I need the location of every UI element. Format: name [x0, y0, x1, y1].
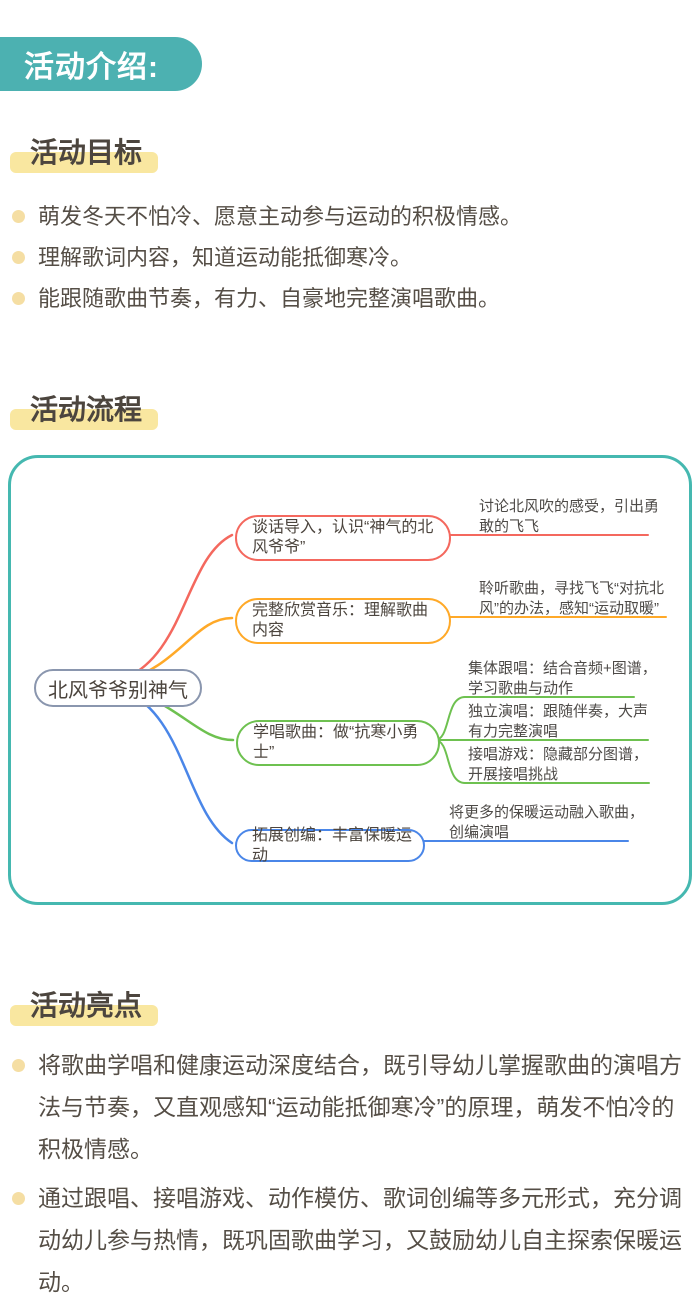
goal-item-text: 理解歌词内容，知道运动能抵御寒冷。 — [38, 245, 413, 270]
section-goals-title: 活动目标 — [30, 137, 143, 168]
mindmap-leaf: 将更多的保暖运动融入歌曲，创编演唱 — [449, 804, 645, 841]
activity-flow-mindmap: 北风爷爷别神气 谈话导入，认识“神气的北风爷爷” 完整欣赏音乐：理解歌曲内容 学… — [8, 455, 692, 905]
branch-label: 完整欣赏音乐：理解歌曲内容 — [252, 602, 429, 639]
section-highlights-heading: 活动亮点 — [10, 984, 159, 1026]
mindmap-branch-2: 完整欣赏音乐：理解歌曲内容 — [235, 598, 451, 644]
mindmap-leaf: 独立演唱：跟随伴奏，大声有力完整演唱 — [468, 703, 649, 740]
heading-highlight — [10, 409, 159, 430]
list-item: 理解歌词内容，知道运动能抵御寒冷。 — [12, 237, 684, 278]
branch-label: 谈话导入，认识“神气的北风爷爷” — [252, 519, 434, 556]
page-title-text: 活动介绍: — [24, 51, 159, 84]
goal-item-text: 能跟随歌曲节奏，有力、自豪地完整演唱歌曲。 — [38, 286, 501, 311]
mindmap-leaf: 集体跟唱：结合音频+图谱，学习歌曲与动作 — [468, 660, 657, 697]
list-item: 萌发冬天不怕冷、愿意主动参与运动的积极情感。 — [12, 196, 684, 237]
section-process-title: 活动流程 — [30, 394, 143, 425]
heading-highlight — [10, 152, 159, 173]
branch-label: 学唱歌曲：做“抗寒小勇士” — [253, 724, 419, 761]
list-item: 将歌曲学唱和健康运动深度结合，既引导幼儿掌握歌曲的演唱方法与节奏，又直观感知“运… — [12, 1044, 690, 1170]
list-item: 能跟随歌曲节奏，有力、自豪地完整演唱歌曲。 — [12, 278, 684, 319]
mindmap-branch-1: 谈话导入，认识“神气的北风爷爷” — [235, 515, 451, 561]
highlight-item-text: 将歌曲学唱和健康运动深度结合，既引导幼儿掌握歌曲的演唱方法与节奏，又直观感知“运… — [38, 1052, 682, 1162]
goals-list: 萌发冬天不怕冷、愿意主动参与运动的积极情感。 理解歌词内容，知道运动能抵御寒冷。… — [12, 196, 684, 319]
section-highlights-title: 活动亮点 — [30, 990, 143, 1021]
goal-item-text: 萌发冬天不怕冷、愿意主动参与运动的积极情感。 — [38, 204, 523, 229]
list-item: 通过跟唱、接唱游戏、动作模仿、歌词创编等多元形式，充分调动幼儿参与热情，既巩固歌… — [12, 1177, 690, 1303]
bullet-icon — [12, 251, 25, 264]
mindmap-root-node: 北风爷爷别神气 — [34, 669, 202, 707]
bullet-icon — [12, 1059, 25, 1072]
section-goals-heading: 活动目标 — [10, 131, 159, 173]
connector-root-branch1 — [116, 533, 234, 683]
mindmap-leaf: 讨论北风吹的感受，引出勇敢的飞飞 — [479, 498, 660, 535]
page-title: 活动介绍: — [0, 37, 202, 91]
branch-label: 拓展创编：丰富保暖运动 — [252, 826, 413, 864]
section-process-heading: 活动流程 — [10, 388, 159, 430]
bullet-icon — [12, 1192, 25, 1205]
heading-highlight — [10, 1005, 159, 1026]
mindmap-leaf: 聆听歌曲，寻找飞飞“对抗北风”的办法，感知“运动取暖” — [479, 580, 664, 617]
highlights-list: 将歌曲学唱和健康运动深度结合，既引导幼儿掌握歌曲的演唱方法与节奏，又直观感知“运… — [12, 1044, 690, 1310]
bullet-icon — [12, 210, 25, 223]
mindmap-leaf: 接唱游戏：隐藏部分图谱，开展接唱挑战 — [468, 746, 649, 783]
mindmap-branch-3: 学唱歌曲：做“抗寒小勇士” — [236, 720, 440, 766]
mindmap-branch-4: 拓展创编：丰富保暖运动 — [235, 827, 425, 864]
highlight-item-text: 通过跟唱、接唱游戏、动作模仿、歌词创编等多元形式，充分调动幼儿参与热情，既巩固歌… — [38, 1185, 682, 1295]
bullet-icon — [12, 292, 25, 305]
